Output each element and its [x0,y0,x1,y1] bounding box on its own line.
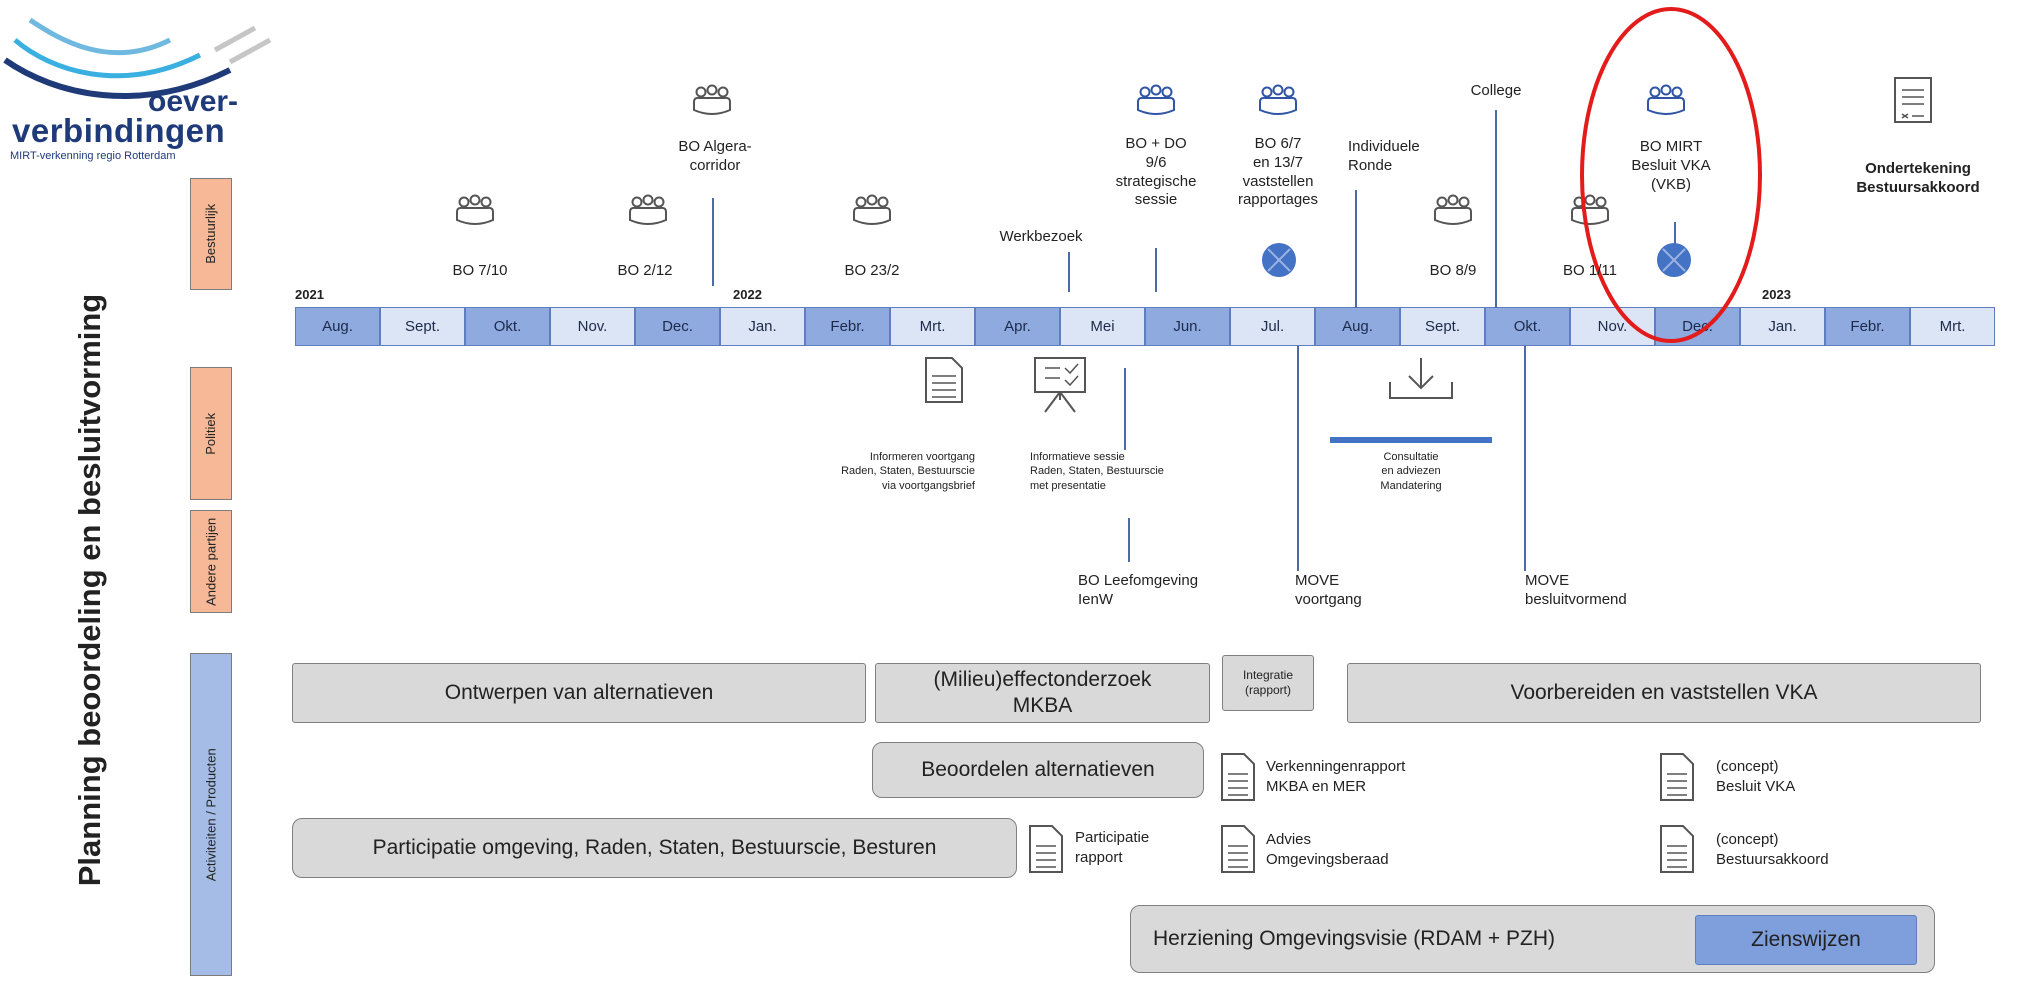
year-2021: 2021 [295,287,324,302]
label-bo-mirt: BO MIRT Besluit VKA (VKB) [1631,138,1711,193]
label-ondertekening: Ondertekening Bestuursakkoord [1856,160,1980,196]
activity-milieu: (Milieu)effectonderzoek MKBA [875,663,1210,723]
label-informatieve: Informatieve sessie Raden, Staten, Bestu… [1030,451,1164,492]
connector-bo-mirt [1674,222,1676,244]
month-jun-2022: Jun. [1145,307,1230,346]
label-bo-leefomgeving: BO Leefomgeving IenW [1078,572,1199,608]
label-bo-do: BO + DO 9/6 strategische sessie [1115,135,1197,209]
marker-nov-icon [1657,243,1691,277]
marker-jul-icon [1262,243,1296,277]
document-icon-concept-vka [1660,753,1694,801]
connector-move-okt [1524,346,1526,571]
connector-college [1495,110,1497,308]
vertical-title: Planning beoordeling en besluitvorming [72,293,107,887]
meeting-icon-bo-7-10 [456,194,494,225]
label-bo-6-7: BO 6/7 en 13/7 vaststellen rapportages [1237,135,1319,209]
label-consultatie: Consultatie en adviezen Mandatering [1380,451,1442,492]
connector-move-jul [1297,346,1299,571]
month-dec-2021: Dec. [635,307,720,346]
label-bo-7-10: BO 7/10 [452,262,508,279]
connector-bo-do [1155,248,1157,292]
presentation-board-icon [1034,357,1086,413]
month-aug-2022: Aug. [1315,307,1400,346]
month-dec-2022: Dec. [1655,307,1740,346]
year-2023: 2023 [1762,287,1791,302]
document-icon-participatie [1029,825,1063,873]
month-aug-2021: Aug. [295,307,380,346]
connector-individuele [1355,190,1357,308]
month-sep-2022: Sept. [1400,307,1485,346]
meeting-icon-bo-8-9 [1434,194,1472,225]
doc-advies: Advies Omgevingsberaad [1266,831,1389,868]
label-bo-11: BO 1/11 [1563,262,1617,279]
label-bo-8-9: BO 8/9 [1429,262,1477,279]
label-bo-23-2: BO 23/2 [844,262,900,279]
label-individuele: Individuele Ronde [1348,138,1420,174]
row-label-bestuurlijk: Bestuurlijk [190,178,232,290]
row-label-andere: Andere partijen [190,510,232,613]
logo: oever- verbindingen MIRT-verkenning regi… [0,0,300,170]
activity-zienswijzen: Zienswijzen [1695,915,1917,965]
label-informeren: Informeren voortgang Raden, Staten, Best… [841,451,975,492]
meeting-icon-bo-11 [1571,194,1609,225]
month-jul-2022: Jul. [1230,307,1315,346]
vertical-title-wrap: Planning beoordeling en besluitvorming [60,210,120,970]
month-okt-2021: Okt. [465,307,550,346]
month-mei-2022: Mei [1060,307,1145,346]
month-jan-2023: Jan. [1740,307,1825,346]
label-bo-2-12: BO 2/12 [617,262,673,279]
month-jan-2022: Jan. [720,307,805,346]
doc-verkenningenrapport: Verkenningenrapport MKBA en MER [1266,758,1406,795]
year-2022: 2022 [733,287,762,302]
label-college: College [1470,82,1522,99]
doc-participatie-rapport: Participatie rapport [1075,829,1150,866]
month-feb-2022: Febr. [805,307,890,346]
connector-werkbezoek [1068,252,1070,292]
connector-politiek-mei [1124,368,1126,450]
document-icon-informeren [925,357,963,403]
label-bo-algera: BO Algera- corridor [678,138,752,174]
activity-participatie: Participatie omgeving, Raden, Staten, Be… [292,818,1017,878]
month-nov-2022: Nov. [1570,307,1655,346]
document-icon-concept-akkoord [1660,825,1694,873]
label-werkbezoek: Werkbezoek [999,228,1083,245]
meeting-icon-bo-do [1137,84,1175,115]
month-okt-2022: Okt. [1485,307,1570,346]
meeting-icon-bo-mirt [1647,84,1685,115]
doc-concept-vka: (concept) Besluit VKA [1716,758,1796,795]
doc-concept-akkoord: (concept) Bestuursakkoord [1716,831,1829,868]
month-nov-2021: Nov. [550,307,635,346]
activity-ontwerpen: Ontwerpen van alternatieven [292,663,866,723]
activity-beoordelen: Beoordelen alternatieven [872,742,1204,798]
logo-waves-icon [3,17,272,99]
month-mrt-2023: Mrt. [1910,307,1995,346]
label-move-besluit: MOVE besluitvormend [1525,572,1627,608]
document-icon-advies [1221,825,1255,873]
label-move-voortgang: MOVE voortgang [1295,572,1362,608]
meeting-icon-bo-6-7 [1259,84,1297,115]
logo-word2: verbindingen [12,112,226,149]
document-icon-verkenningen [1221,753,1255,801]
signature-document-icon [1894,77,1932,123]
meeting-icon-bo-algera [693,84,731,115]
logo-word1: oever- [148,85,239,118]
row-label-activiteiten: Activiteiten / Producten [190,653,232,976]
connector-leefomgeving [1128,518,1130,562]
month-sep-2021: Sept. [380,307,465,346]
activity-voorbereiden: Voorbereiden en vaststellen VKA [1347,663,1981,723]
activity-integratie: Integratie (rapport) [1222,655,1314,711]
download-tray-icon [1330,358,1492,443]
meeting-icon-bo-23-2 [853,194,891,225]
month-apr-2022: Apr. [975,307,1060,346]
row-label-politiek: Politiek [190,367,232,500]
month-feb-2023: Febr. [1825,307,1910,346]
month-mrt-2022: Mrt. [890,307,975,346]
logo-tagline: MIRT-verkenning regio Rotterdam [10,150,176,162]
meeting-icon-bo-2-12 [629,194,667,225]
connector-algera [712,198,714,286]
